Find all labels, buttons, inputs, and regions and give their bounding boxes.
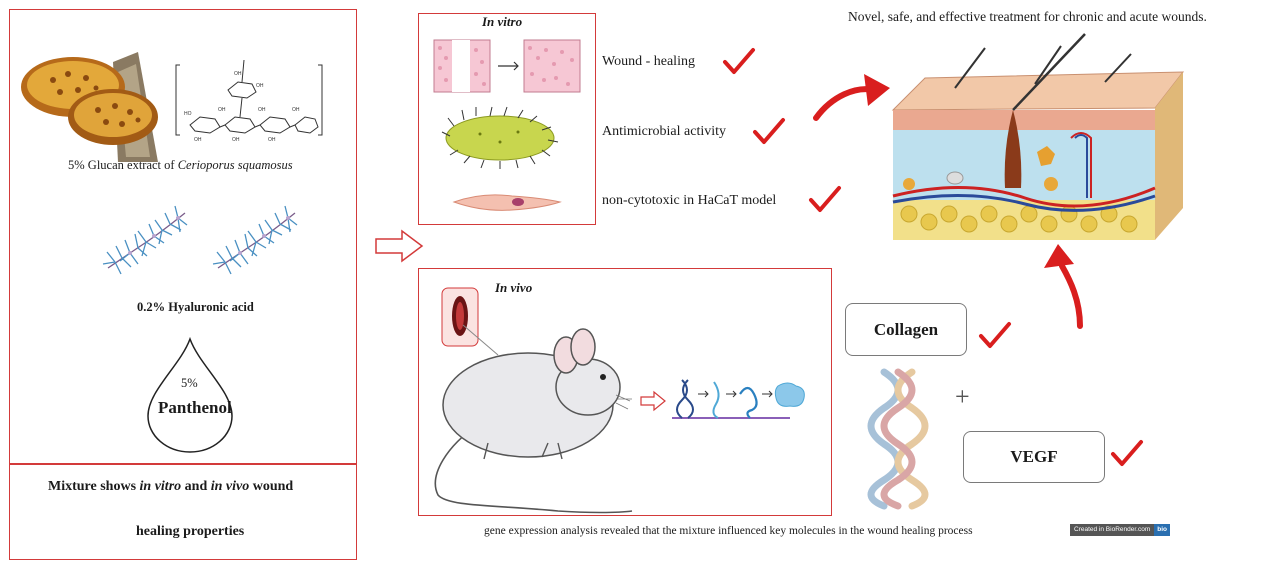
keratinocyte-cell: [452, 194, 562, 211]
in-vitro-panel: [418, 13, 596, 225]
vegf-box: VEGF: [963, 431, 1105, 483]
biorender-logo: bio: [1154, 524, 1170, 536]
gene-expression-illustration: [672, 379, 805, 419]
result-antimicrobial: Antimicrobial activity: [602, 124, 727, 139]
in-vitro-title: In vitro: [482, 14, 523, 29]
glucan-species: Cerioporus squamosus: [177, 158, 293, 172]
svg-text:OH: OH: [194, 137, 202, 143]
svg-text:OH: OH: [218, 107, 226, 113]
mushroom-illustration: [21, 52, 158, 162]
skin-cross-section: [891, 33, 1185, 240]
svg-text:OH: OH: [234, 71, 242, 77]
bacteria-illustration: [441, 106, 559, 169]
check-icon: [753, 118, 785, 144]
panthenol-percent: 5%: [181, 376, 198, 390]
svg-text:OH: OH: [256, 83, 264, 89]
svg-text:OH: OH: [268, 137, 276, 143]
wound-healing-assay: [433, 39, 581, 93]
glucan-text: Glucan extract of: [87, 158, 175, 172]
mouse-illustration: [434, 324, 633, 514]
svg-text:OH: OH: [292, 107, 300, 113]
in-vivo-title: In vivo: [495, 280, 533, 295]
panthenol-drop: [147, 336, 233, 453]
biorender-credit: Created in BioRender.com: [1070, 524, 1155, 536]
ingredients-panel: [9, 9, 357, 464]
hyaluronic-label: 0.2% Hyaluronic acid: [137, 300, 254, 314]
check-icon: [723, 48, 755, 74]
result-non-cytotoxic: non-cytotoxic in HaCaT model: [602, 193, 777, 208]
hyaluronic-acid-molecules: [102, 205, 298, 275]
glucan-percent: 5%: [68, 158, 85, 172]
svg-text:OH: OH: [232, 137, 240, 143]
summary-panel: [9, 464, 357, 560]
svg-text:HO: HO: [184, 111, 192, 117]
collagen-box: Collagen: [845, 303, 967, 356]
red-arrow-up-icon: [1044, 244, 1083, 329]
summary-line-1: Mixture shows in vitro and in vivo wound: [48, 479, 294, 494]
arrow-right-icon: [375, 229, 424, 263]
svg-text:OH: OH: [258, 107, 266, 113]
check-icon: [1111, 440, 1143, 466]
gene-expression-caption: gene expression analysis revealed that t…: [484, 525, 973, 537]
glucan-label: 5% Glucan extract of Cerioporus squamosu…: [68, 158, 293, 173]
glucan-structure: HO OH OH OH OH OH OH OH OH: [175, 59, 323, 143]
page-title: Novel, safe, and effective treatment for…: [848, 9, 1207, 24]
biorender-badge: Created in BioRender.com bio: [1070, 524, 1170, 536]
red-arrow-up-right-icon: [813, 74, 890, 121]
check-icon: [979, 322, 1011, 348]
arrow-right-icon: [640, 390, 666, 412]
check-icon: [809, 186, 841, 212]
collagen-triple-helix: [867, 368, 929, 510]
plus-sign: +: [955, 382, 970, 411]
summary-line-2: healing properties: [136, 524, 245, 539]
panthenol-label: Panthenol: [158, 398, 232, 417]
wound-inset: [441, 287, 479, 347]
in-vivo-panel: [418, 268, 832, 516]
result-wound-healing: Wound - healing: [602, 54, 695, 69]
